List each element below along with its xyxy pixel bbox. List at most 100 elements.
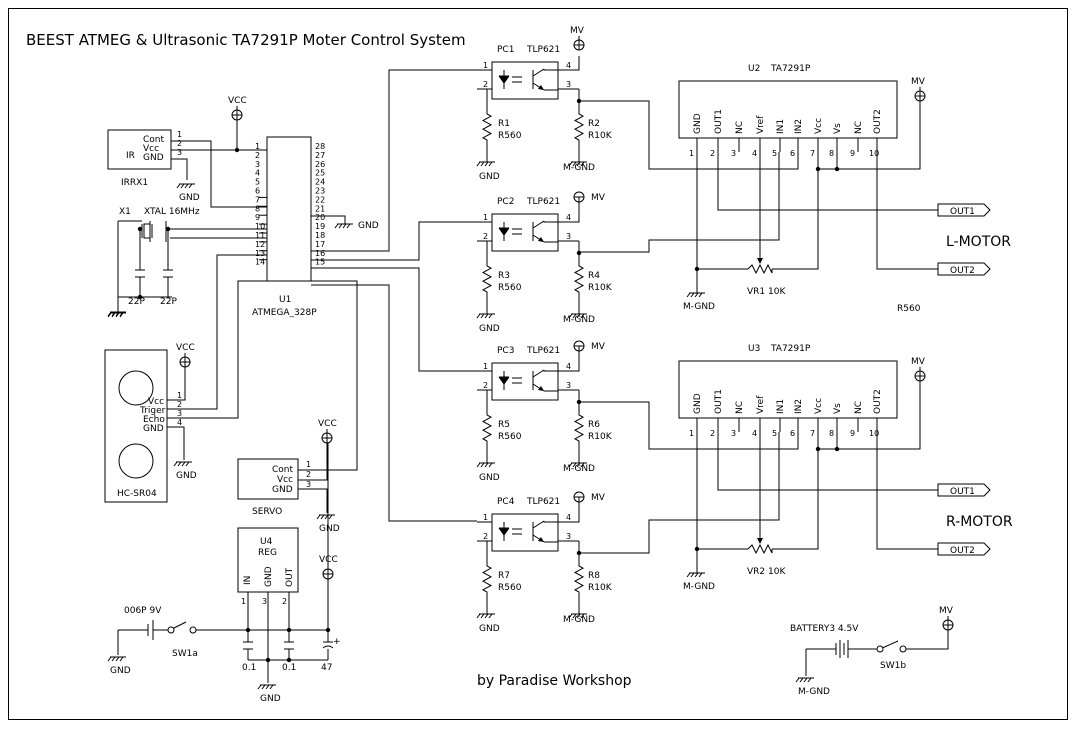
mv-symbol: MV (573, 340, 606, 371)
opto-r-in-value: R560 (498, 283, 522, 293)
servo-connector: Cont Vcc GND 1 2 3 SERVO (237, 280, 358, 517)
mcu-pin-left: 4 (255, 169, 260, 178)
driver-pin-name: Vcc (814, 118, 824, 134)
servo-pin-1: 1 (306, 460, 311, 469)
reg-pin-2: 2 (282, 597, 287, 606)
ground-symbol-label: GND (260, 694, 281, 704)
out2-port-label: OUT2 (950, 266, 975, 276)
driver-pin-num: 5 (772, 149, 777, 158)
driver-pin-name: Vcc (814, 398, 824, 414)
mgnd-label: M-GND (683, 302, 715, 312)
crystal-value: XTAL 16MHz (144, 207, 200, 217)
driver-pin-name: OUT2 (873, 389, 883, 414)
mv-symbol: MV (911, 357, 926, 382)
mcu-pin-right: 27 (315, 151, 325, 160)
opto-pin: 3 (566, 381, 571, 390)
sonar-pin-name-2: Triger (139, 406, 166, 416)
mv-symbol: MV (573, 491, 606, 522)
opto-ref: PC3 (497, 346, 514, 356)
driver-pin-name: IN2 (794, 119, 804, 134)
ground-symbol: GND (176, 183, 200, 203)
ground-symbol-label: GND (110, 666, 131, 676)
servo-pin-name-3: GND (272, 485, 293, 495)
mcu-pin-right: 26 (315, 160, 325, 169)
mgnd-label: M-GND (563, 163, 595, 173)
servo-pin-name-1: Cont (272, 465, 293, 475)
sonar-pin-2: 2 (177, 400, 182, 409)
driver-pin-num: 10 (869, 429, 879, 438)
sonar-pin-4: 4 (177, 418, 182, 427)
out2-port: OUT2 (937, 262, 991, 276)
ground-symbol (107, 312, 126, 318)
driver-pin-num: 2 (710, 149, 715, 158)
vcc-symbol: VCC (228, 96, 247, 121)
servo-pin-3: 3 (306, 480, 311, 489)
opto-pin: 4 (566, 362, 571, 371)
gnd-label: GND (479, 324, 500, 334)
motor-switch-label: SW1b (880, 661, 906, 671)
opto-r-in-ref: R3 (498, 271, 510, 281)
driver-pin-num: 1 (689, 149, 694, 158)
servo-ref: SERVO (252, 507, 282, 517)
mv-symbol: MV (939, 606, 954, 631)
driver-pin-num: 9 (850, 149, 855, 158)
sonar-pin-1: 1 (177, 391, 182, 400)
mv-symbol: MV (570, 26, 585, 51)
reg-pin-name-gnd: GND (264, 566, 274, 587)
crystal-cap-2: 22P (160, 297, 177, 307)
driver-pin-name: NC (854, 121, 864, 134)
sonar-pin-3: 3 (177, 409, 182, 418)
ir-receiver: IR Cont Vcc GND 1 2 3 IRRX1 (107, 120, 267, 208)
driver-pin-num: 3 (731, 429, 736, 438)
vcc-symbol-label: VCC (176, 343, 195, 353)
mv-label: MV (591, 193, 606, 203)
crystal-ref: X1 (119, 207, 131, 217)
driver-pin-name: OUT1 (714, 389, 724, 414)
motor-battery-label: BATTERY3 4.5V (790, 624, 859, 634)
driver-pin-name: Vs (833, 123, 843, 134)
gnd-label: GND (479, 624, 500, 634)
opto-r-out-ref: R4 (588, 271, 600, 281)
schematic-title: BEEST ATMEG & Ultrasonic TA7291P Moter C… (26, 31, 466, 49)
driver-vr-label: VR1 10K (747, 287, 786, 297)
opto-part: TLP621 (526, 346, 560, 356)
reg-cbulk-plus: + (333, 637, 341, 647)
driver-pin-num: 6 (790, 429, 795, 438)
mv-symbol: MV (911, 77, 926, 102)
ir-pin-1: 1 (177, 130, 182, 139)
opto-r-in-value: R560 (498, 583, 522, 593)
mcu-pin-left: 12 (255, 240, 265, 249)
sheet-border (8, 8, 1068, 720)
mv-symbol-label: MV (911, 357, 926, 367)
opto-r-out-ref: R2 (588, 119, 600, 129)
ir-pin-name-3: GND (143, 153, 164, 163)
driver-pin-num: 7 (810, 149, 815, 158)
reg-pin-1: 1 (241, 597, 246, 606)
crystal-body (143, 223, 151, 239)
mgnd-label: M-GND (563, 615, 595, 625)
out2-port: OUT2 (937, 542, 991, 556)
mcu-pin-right: 18 (315, 231, 325, 240)
opto-r-in-value: R560 (498, 432, 522, 442)
opto-ref: PC2 (497, 197, 514, 207)
ground-symbol-label: GND (358, 221, 379, 231)
opto-ref: PC4 (497, 497, 515, 507)
driver-pin-name: Vref (756, 395, 766, 414)
driver-part: TA7291P (770, 64, 811, 74)
mcu-to-opto-wiring (311, 69, 477, 522)
mcu-pin-right: 24 (315, 178, 325, 187)
opto-pin: 3 (566, 232, 571, 241)
mv-label: MV (591, 493, 606, 503)
driver-pin-num: 6 (790, 149, 795, 158)
driver-pin-num: 4 (752, 429, 757, 438)
driver-pin-num: 10 (869, 149, 879, 158)
opto-pin: 3 (566, 80, 571, 89)
driver-pin-num: 4 (752, 149, 757, 158)
out1-port-label: OUT1 (950, 487, 975, 497)
opto-r-out-value: R10K (588, 283, 613, 293)
mgnd-label: M-GND (683, 582, 715, 592)
motor-supply: BATTERY3 4.5V SW1b (790, 624, 949, 676)
opto-pin: 1 (483, 513, 488, 522)
